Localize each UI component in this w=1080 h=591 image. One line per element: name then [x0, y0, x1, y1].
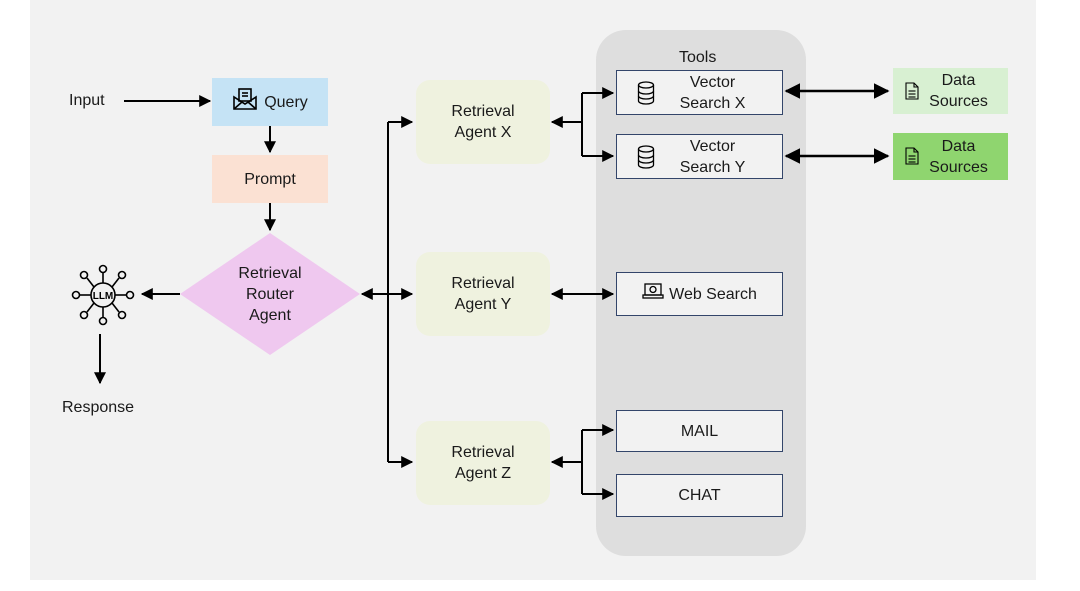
data-sources-label-1: Data Sources: [929, 72, 988, 110]
llm-icon-text: LLM: [93, 291, 114, 302]
agent-z-box: Retrieval Agent Z: [416, 421, 550, 505]
database-icon: [637, 145, 655, 175]
monitor-icon: [642, 283, 664, 305]
document-icon: [905, 82, 919, 106]
envelope-document-icon: [232, 87, 258, 117]
chat-box: CHAT: [616, 474, 783, 517]
data-sources-box-2: Data Sources: [893, 133, 1008, 180]
mail-box: MAIL: [616, 410, 783, 452]
input-label: Input: [69, 92, 105, 109]
agent-x-box: Retrieval Agent X: [416, 80, 550, 164]
router-diamond: [180, 233, 360, 355]
prompt-box: Prompt: [212, 155, 328, 203]
web-search-box: Web Search: [616, 272, 783, 316]
query-box: Query: [212, 78, 328, 126]
tools-title: Tools: [679, 49, 717, 66]
vector-search-x-label: Vector Search X: [679, 73, 746, 112]
router-label: Retrieval Router Agent: [238, 264, 302, 324]
vector-search-y-box: Vector Search Y: [616, 134, 783, 179]
query-label: Query: [264, 93, 308, 111]
llm-icon: LLM: [70, 262, 136, 328]
agent-y-box: Retrieval Agent Y: [416, 252, 550, 336]
web-search-label: Web Search: [669, 285, 757, 303]
vector-search-y-label: Vector Search Y: [679, 137, 746, 176]
data-sources-label-2: Data Sources: [929, 137, 988, 176]
data-sources-box-1: Data Sources: [893, 68, 1008, 114]
response-label: Response: [62, 399, 135, 416]
vector-search-x-box: Vector Search X: [616, 70, 783, 115]
database-icon: [637, 81, 655, 111]
document-icon: [905, 147, 919, 171]
